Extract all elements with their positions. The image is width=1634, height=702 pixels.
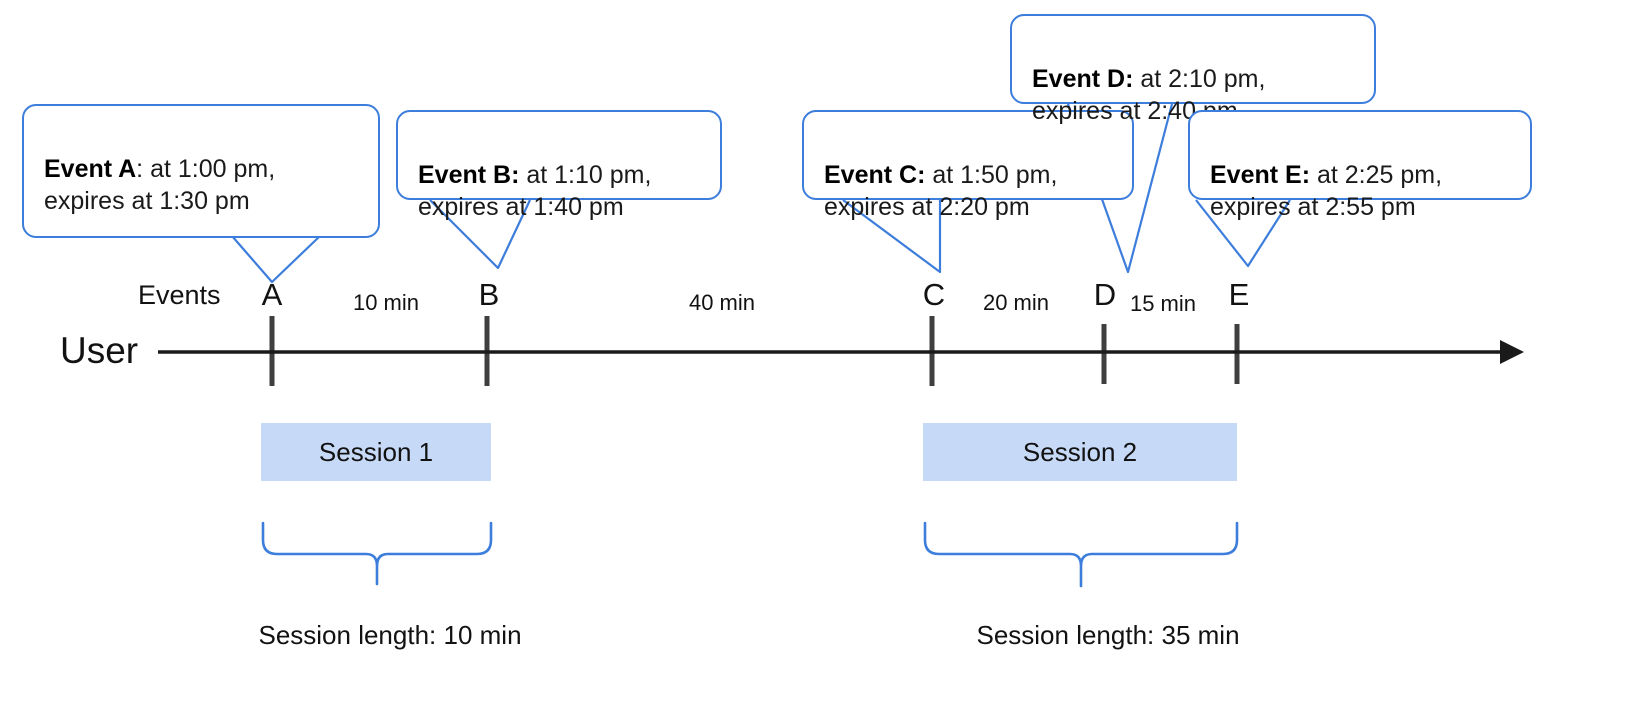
callout-e-line2: expires at 2:55 pm — [1210, 193, 1416, 221]
callout-event-d: Event D: at 2:10 pm,expires at 2:40 pm — [1010, 14, 1376, 125]
event-tick-a — [269, 316, 275, 386]
callout-b-line2: expires at 1:40 pm — [418, 193, 624, 221]
callout-c-title: Event C: — [824, 160, 926, 189]
gap-label-c-d: 20 min — [982, 290, 1050, 315]
session-2-label: Session 2 — [1022, 436, 1138, 467]
callout-event-c: Event C: at 1:50 pm, expires at 2:20 pm — [802, 110, 1134, 221]
events-row-label: Events — [138, 280, 221, 310]
event-tick-d — [1101, 324, 1107, 384]
gap-label-b-c: 40 min — [688, 290, 756, 315]
session-1-label: Session 1 — [318, 436, 434, 467]
callout-event-a: Event A: at 1:00 pm, expires at 1:30 pm — [22, 104, 380, 238]
callout-b-title: Event B: — [418, 160, 520, 189]
session-bar-2: Session 2 — [923, 423, 1237, 481]
callout-d-line1: at 2:10 pm, — [1140, 64, 1266, 93]
callout-a-title: Event A — [44, 154, 137, 183]
session-2-length-caption: Session length: 35 min — [976, 620, 1240, 650]
callout-event-e: Event E: at 2:25 pm, expires at 2:55 pm — [1188, 110, 1532, 221]
callout-c-line2: expires at 2:20 pm — [824, 193, 1030, 221]
session-bar-1: Session 1 — [261, 423, 491, 481]
callout-c-line1: at 1:50 pm, — [932, 160, 1058, 189]
callout-a-sep: : — [136, 154, 151, 183]
callout-d-title: Event D: — [1032, 64, 1134, 93]
event-letter-c: C — [922, 277, 946, 312]
gap-label-d-e: 15 min — [1129, 291, 1197, 316]
callout-e-line1: at 2:25 pm, — [1316, 160, 1443, 189]
event-letter-a: A — [261, 277, 283, 312]
user-row-label: User — [60, 330, 139, 371]
event-letter-d: D — [1093, 277, 1117, 312]
event-tick-e — [1234, 324, 1240, 384]
session-1-length-caption: Session length: 10 min — [258, 620, 522, 650]
event-letter-e: E — [1228, 277, 1250, 312]
event-tick-c — [929, 316, 935, 386]
event-letter-b: B — [478, 277, 500, 312]
callout-b-line1: at 1:10 pm, — [526, 160, 652, 189]
callout-event-b: Event B: at 1:10 pm, expires at 1:40 pm — [396, 110, 722, 221]
callout-e-sep — [1310, 161, 1317, 189]
callout-a-line2: expires at 1:30 pm — [44, 187, 250, 215]
gap-label-a-b: 10 min — [352, 290, 420, 315]
callout-e-title: Event E: — [1210, 160, 1311, 189]
callout-a-line1: at 1:00 pm, — [150, 154, 276, 183]
event-tick-b — [484, 316, 490, 386]
